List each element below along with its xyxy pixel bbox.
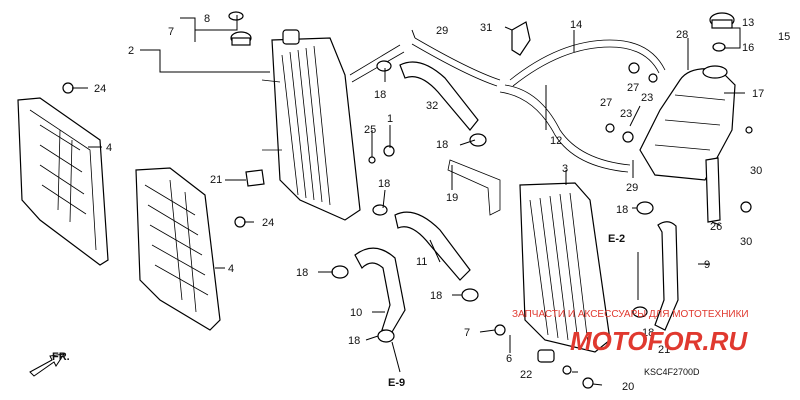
hose-10 (354, 247, 406, 333)
reference-e2: E-2 (608, 233, 625, 245)
callout-23-top: 23 (641, 92, 653, 104)
radiator-left (261, 29, 361, 221)
hose-clamps (331, 60, 654, 343)
callout-15: 15 (778, 31, 790, 43)
callout-20: 20 (622, 381, 634, 393)
front-arrow-label: FR. (52, 351, 70, 363)
callout-26: 26 (710, 221, 722, 233)
callout-30-bottom: 30 (740, 236, 752, 248)
callout-18-a: 18 (374, 89, 386, 101)
callout-18-f: 18 (430, 290, 442, 302)
stay-19 (447, 159, 501, 216)
callout-6: 6 (506, 353, 512, 365)
callout-16: 16 (742, 42, 754, 54)
callout-13: 13 (742, 17, 754, 29)
reserve-tank (639, 65, 736, 181)
callout-32: 32 (426, 100, 438, 112)
radiator-right (519, 182, 611, 353)
callout-10: 10 (350, 307, 362, 319)
callout-2: 2 (128, 45, 134, 57)
tank-cap (709, 12, 735, 29)
hose-32 (399, 61, 479, 131)
callout-18-d: 18 (616, 204, 628, 216)
overflow-tube-14 (509, 39, 666, 87)
callout-1: 1 (387, 113, 393, 125)
reference-callouts: E-2 E-9 FR. (29, 233, 625, 389)
front-arrow-icon: FR. (29, 351, 70, 377)
siphon-tube-upper (349, 44, 405, 83)
callout-29-mid: 29 (626, 182, 638, 194)
cap-seal (712, 42, 726, 52)
tube-29 (411, 37, 501, 87)
callout-27-mid: 27 (600, 97, 612, 109)
diagram-code: KSC4F2700D (644, 367, 700, 377)
leader-lines (72, 15, 745, 386)
callout-11: 11 (416, 256, 427, 268)
callout-17: 17 (752, 88, 764, 100)
callout-12: 12 (550, 135, 562, 147)
callout-18-c: 18 (436, 139, 448, 151)
callout-31: 31 (480, 22, 492, 34)
callout-8: 8 (204, 13, 210, 25)
hose-9 (654, 221, 679, 331)
callout-29-top: 29 (436, 25, 448, 37)
callout-labels: 8 7 2 24 4 21 24 4 18 1 25 18 29 31 14 3… (94, 13, 790, 393)
callout-27-top: 27 (627, 82, 639, 94)
callout-7-left: 7 (464, 327, 470, 339)
callout-24-top: 24 (94, 83, 106, 95)
callout-9: 9 (704, 259, 710, 271)
callout-4-top: 4 (106, 142, 112, 154)
watermark: ЗАПЧАСТИ И АКСЕССУАРЫ ДЛЯ МОТОТЕХНИКИ MO… (512, 309, 749, 356)
bolts-and-grommets (62, 21, 753, 389)
callout-18-b: 18 (378, 178, 390, 190)
callout-23-mid: 23 (620, 108, 632, 120)
callout-8-right: 18 (642, 327, 654, 339)
callout-18-e: 18 (296, 267, 308, 279)
radiator-cap (228, 11, 252, 46)
reference-e9: E-9 (388, 377, 405, 389)
callout-4-bottom: 4 (228, 263, 234, 275)
callout-18-g: 18 (348, 335, 360, 347)
callout-3: 3 (562, 163, 568, 175)
radiator-shroud-outer (17, 97, 109, 266)
callout-21-left: 21 (210, 174, 222, 186)
callout-30-top: 30 (750, 165, 762, 177)
callout-14: 14 (570, 19, 582, 31)
callout-22: 22 (520, 369, 532, 381)
radiator-shroud-inner (135, 167, 221, 331)
watermark-caption: ЗАПЧАСТИ И АКСЕССУАРЫ ДЛЯ МОТОТЕХНИКИ (512, 309, 749, 320)
callout-25: 25 (364, 124, 376, 136)
callout-19: 19 (446, 192, 458, 204)
callout-28: 28 (676, 29, 688, 41)
callout-24-mid: 24 (262, 217, 274, 229)
callout-21-right: 21 (658, 344, 670, 356)
breather-tube-12 (499, 84, 631, 173)
watermark-brand: MOTOFOR.RU (570, 326, 748, 356)
callout-5: 7 (168, 26, 174, 38)
